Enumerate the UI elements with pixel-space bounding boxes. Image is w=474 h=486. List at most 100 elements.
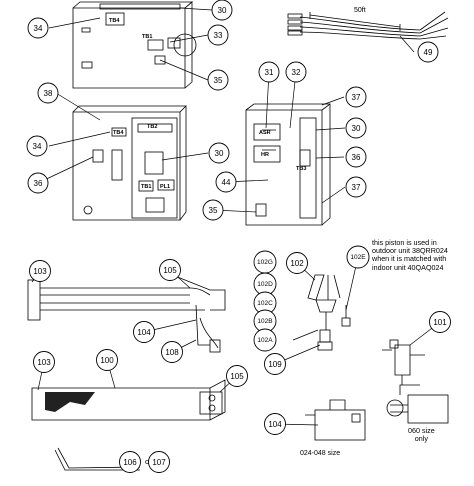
callout-number: 44 [222, 178, 231, 187]
callout-number: 103 [33, 267, 47, 276]
callout-number: 105 [163, 266, 177, 275]
callout-number: 102E [350, 254, 366, 261]
callout-circle [148, 451, 170, 473]
callout-c104b: 104 [264, 413, 286, 435]
callout-number: 32 [292, 68, 301, 77]
callout-circle [37, 82, 59, 104]
callout-circle [345, 176, 367, 198]
valve-060 [386, 384, 449, 424]
callout-number: 104 [268, 420, 282, 429]
callout-c102G: 102G [253, 250, 277, 274]
coil-103-lower [31, 379, 226, 421]
callout-circle [27, 172, 49, 194]
coil-fin-shading [45, 392, 95, 412]
callout-number: 102 [290, 259, 304, 268]
callout-circle [345, 86, 367, 108]
callout-circle [159, 259, 181, 281]
control-box-top [72, 1, 197, 89]
callout-number: 34 [33, 142, 42, 151]
callout-number: 100 [100, 356, 114, 365]
callout-circle [345, 117, 367, 139]
tb2-label: TB2 [147, 124, 157, 130]
callout-c34a: 34 [27, 17, 49, 39]
callout-c35b: 35 [202, 199, 224, 221]
callout-circle [161, 341, 183, 363]
size-024-label: 024-048 size [300, 450, 340, 457]
callout-circle [258, 61, 280, 83]
callout-c109: 109 [264, 353, 286, 375]
callout-c37b: 37 [345, 176, 367, 198]
callout-circle [264, 413, 286, 435]
callout-number: 101 [433, 318, 447, 327]
callout-c33: 33 [207, 24, 229, 46]
callout-number: 105 [230, 372, 244, 381]
callout-circle [96, 349, 118, 371]
callout-c100: 100 [96, 349, 118, 371]
callout-c101: 101 [429, 311, 451, 333]
callout-c36a: 36 [27, 172, 49, 194]
callout-circle [27, 17, 49, 39]
callout-c104a: 104 [133, 321, 155, 343]
callout-c105b: 105 [226, 365, 248, 387]
callout-number: 35 [214, 76, 223, 85]
callout-circle [345, 146, 367, 168]
callout-circle [33, 351, 55, 373]
callout-c35a: 35 [207, 69, 229, 91]
callout-number: 33 [214, 31, 223, 40]
tb1-top-label: TB1 [142, 34, 152, 40]
callout-c32: 32 [285, 61, 307, 83]
cable-length-label: 50ft [354, 7, 366, 14]
callout-c102C: 102C [253, 291, 277, 315]
callout-number: 102D [257, 281, 273, 288]
callout-number: 103 [37, 358, 51, 367]
callout-number: 30 [218, 6, 227, 15]
control-box-right [245, 103, 331, 226]
tb4-top-label: TB4 [109, 18, 120, 24]
callout-number: 106 [123, 458, 137, 467]
callout-c106: 106 [119, 451, 141, 473]
wire-harness-50ft [287, 11, 449, 40]
callout-c30a: 30 [211, 0, 233, 21]
callout-number: 102C [257, 300, 273, 307]
callout-number: 49 [424, 48, 433, 57]
callout-number: 37 [352, 93, 361, 102]
callout-circle [207, 69, 229, 91]
callout-c30c: 30 [345, 117, 367, 139]
valve-101 [382, 339, 425, 385]
control-box-middle [72, 105, 187, 221]
callout-c103a: 103 [29, 260, 51, 282]
callout-circle [417, 41, 439, 63]
callout-circle [119, 451, 141, 473]
callout-circle [346, 245, 370, 269]
callout-number: 107 [152, 458, 166, 467]
callout-c108: 108 [161, 341, 183, 363]
callout-number: 31 [265, 68, 274, 77]
callout-c31: 31 [258, 61, 280, 83]
callout-c102: 102 [286, 252, 308, 274]
callout-circle [26, 135, 48, 157]
callout-c103b: 103 [33, 351, 55, 373]
callout-circle [264, 353, 286, 375]
piston-note: this piston is used in outdoor unit 38QR… [372, 238, 448, 272]
callout-c38: 38 [37, 82, 59, 104]
callout-number: 30 [352, 124, 361, 133]
component-labels: TB4 TB1 TB4 TB2 TB1 PL1 ASR HR TB3 50ft … [109, 7, 366, 466]
size-060-label: 060 size only [408, 426, 435, 444]
callout-c34b: 34 [26, 135, 48, 157]
callout-number: 37 [352, 183, 361, 192]
callout-c44: 44 [215, 171, 237, 193]
callout-number: 108 [165, 348, 179, 357]
callout-number: 30 [215, 149, 224, 158]
asr-label: ASR [259, 130, 271, 136]
callout-c105a: 105 [159, 259, 181, 281]
callout-number: 38 [44, 89, 53, 98]
pl1-label: PL1 [160, 184, 170, 190]
callout-number: 102A [257, 337, 273, 344]
leader-lines [31, 7, 441, 426]
callout-c49: 49 [417, 41, 439, 63]
coil-103-upper [27, 269, 226, 353]
callout-c102E: 102E [346, 245, 370, 269]
